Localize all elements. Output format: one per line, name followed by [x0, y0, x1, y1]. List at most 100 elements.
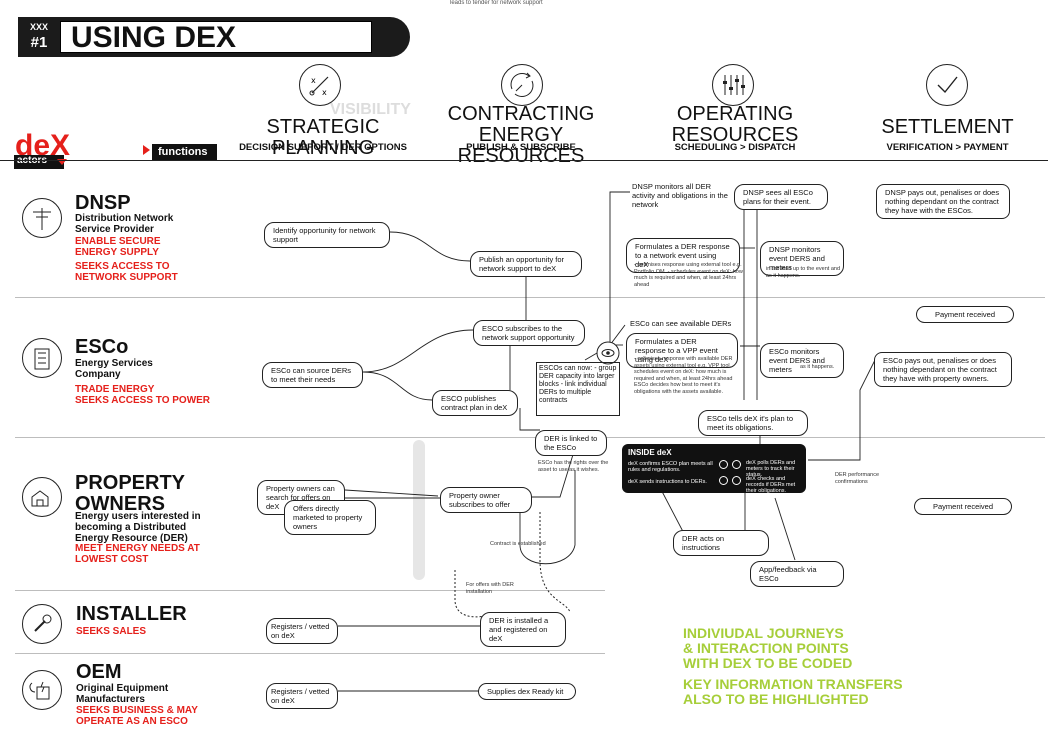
inside-dex-item: deX checks and records if DERs met their…	[746, 476, 796, 494]
timeline-band	[413, 440, 425, 580]
green-line: KEY INFORMATION TRANSFERS	[683, 676, 903, 692]
function-title-operating: OPERATING RESOURCES	[671, 103, 799, 146]
function-title-contracting: CONTRACTING ENERGY RESOURCES	[447, 103, 595, 167]
inside-dex-title: INSIDE deX	[628, 448, 672, 457]
node-esco-publishes: ESCO publishes contract plan in deX	[432, 390, 518, 416]
function-subtitle-contracting: PUBLISH & SUBSCRIBE	[466, 142, 576, 153]
functions-label: functions	[152, 144, 217, 160]
status-dot-icon	[719, 476, 728, 485]
node-dnsp-sees: DNSP sees all ESCo plans for their event…	[734, 184, 828, 210]
svg-text:x: x	[322, 88, 327, 97]
green-line: ALSO TO BE HIGHLIGHTED	[683, 691, 869, 707]
status-dot-icon	[732, 476, 741, 485]
note-for-offers: For offers with DER installation	[466, 582, 514, 595]
actor-desc-line: Distribution Network	[75, 213, 174, 224]
actor-goal-line: ENABLE SECURE	[75, 236, 161, 247]
note-formulate-network: - optimises response using external tool…	[634, 262, 743, 288]
actor-goal-line: NETWORK SUPPORT	[75, 272, 178, 283]
node-esco-monitor-event: ESCo monitors event DERS and meters	[760, 343, 844, 378]
banner-number-top: XXX	[29, 22, 48, 32]
green-line: WITH DEX TO BE CODED	[683, 655, 853, 671]
header-divider	[0, 160, 1048, 161]
note-esco-monitor: as it happens.	[800, 364, 835, 370]
inside-dex-item: deX sends instructions to DERs.	[628, 479, 707, 485]
actor-title-installer: INSTALLER	[76, 603, 187, 625]
note-green-journeys: INDIVIUDAL JOURNEYS & INTERACTION POINTS…	[683, 626, 903, 707]
banner-number-bottom: #1	[30, 34, 48, 51]
actor-goal-line: LOWEST COST	[75, 554, 149, 565]
node-esco-pays: ESCo pays out, penalises or does nothing…	[874, 352, 1012, 387]
node-identify: Identify opportunity for network support	[264, 222, 390, 248]
node-der-acts: DER acts on instructions	[673, 530, 769, 556]
node-oem-register: Registers / vetted on deX	[266, 683, 338, 709]
node-supplies-kit: Supplies dex Ready kit	[478, 683, 576, 700]
actor-desc-line: Company	[75, 369, 121, 380]
svg-text:x: x	[311, 76, 316, 85]
actor-title-esco: ESCo	[75, 336, 129, 358]
actor-desc-line: Service Provider	[75, 224, 154, 235]
top-caption: leads to tender for network support	[450, 0, 543, 6]
node-esco-tells: ESCo tells deX it's plan to meet its obl…	[698, 410, 808, 436]
node-esco-see-available: ESCo can see available DERs	[630, 319, 732, 328]
node-payment-received-1: Payment received	[916, 306, 1014, 323]
note-contract-established: Contract is established	[490, 541, 546, 547]
actors-arrow-icon	[57, 159, 67, 165]
note-der-performance: DER performance confirmations	[835, 472, 880, 485]
actor-desc-line: Energy Resource (DER)	[75, 533, 188, 544]
inside-dex-panel: INSIDE deX deX confirms ESCO plan meets …	[622, 444, 806, 494]
actor-goal-installer: SEEKS SALES	[76, 626, 147, 637]
green-line: INDIVIUDAL JOURNEYS	[683, 625, 844, 641]
house-icon	[22, 477, 62, 517]
actor-desc-line: Manufacturers	[76, 694, 145, 705]
actor-desc-property-owners: Energy users interested in becoming a Di…	[75, 511, 201, 544]
node-app-feedback: App/feedback via ESCo	[750, 561, 844, 587]
actor-desc-line: Energy users interested in	[75, 511, 201, 522]
node-esco-subscribes: ESCO subscribes to the network support o…	[473, 320, 585, 346]
function-title-settlement: SETTLEMENT	[881, 116, 1014, 138]
contract-cycle-icon	[501, 64, 543, 106]
status-dot-icon	[719, 460, 728, 469]
actor-desc-line: Energy Services	[75, 358, 153, 369]
actor-goal-line: ENERGY SUPPLY	[75, 247, 159, 258]
node-po-subscribes: Property owner subscribes to offer	[440, 487, 532, 513]
node-publish: Publish an opportunity for network suppo…	[470, 251, 582, 277]
note-dnsp-monitor: in the lead up to the event and as it ha…	[766, 266, 841, 279]
actor-desc-dnsp: Distribution Network Service Provider	[75, 213, 173, 235]
page-title: USING DEX	[60, 21, 372, 54]
node-payment-received-2: Payment received	[914, 498, 1012, 515]
building-icon	[22, 338, 62, 378]
node-der-installed: DER is installed a and registered on deX	[480, 612, 566, 647]
actor-desc-line: Original Equipment	[76, 683, 169, 694]
function-subtitle-strategic: DECISION SUPPORT / DER OPTIONS	[239, 142, 407, 153]
note-formulate-vpp: - optimises response with available DER …	[634, 356, 735, 395]
actor-goal-oem: SEEKS BUSINESS & MAY OPERATE AS AN ESCO	[76, 705, 198, 727]
visibility-label: VISIBILITY	[330, 101, 411, 118]
node-formulate-network: Formulates a DER response to a network e…	[626, 238, 740, 273]
actor-desc-esco: Energy Services Company	[75, 358, 153, 380]
actor-desc-line: becoming a Distributed	[75, 522, 187, 533]
note-der-linked: ESCo has the rights over the asset to us…	[538, 460, 609, 473]
node-formulate-vpp: Formulates a DER response to a VPP event…	[626, 333, 738, 368]
check-icon	[926, 64, 968, 106]
node-installer-register: Registers / vetted on deX	[266, 618, 338, 644]
wrench-icon	[22, 604, 62, 644]
node-der-linked: DER is linked to the ESCo	[535, 430, 607, 456]
functions-arrow-icon	[143, 145, 150, 155]
actor-title-oem: OEM	[76, 661, 122, 683]
inside-dex-item: deX polls DERs and meters to track their…	[746, 460, 796, 478]
inside-dex-item: deX confirms ESCO plan meets all rules a…	[628, 461, 713, 473]
actor-goal-line: OPERATE AS AN ESCO	[76, 716, 188, 727]
actor-goal-line: SEEKS BUSINESS & MAY	[76, 705, 198, 716]
node-po-offers: Offers directly marketed to property own…	[284, 500, 376, 535]
actor-goal-line: SEEKS ACCESS TO POWER	[75, 395, 211, 406]
node-dnsp-pays: DNSP pays out, penalises or does nothing…	[876, 184, 1010, 219]
power-pole-icon	[22, 198, 62, 238]
actor-goal-dnsp: ENABLE SECURE ENERGY SUPPLY SEEKS ACCESS…	[75, 236, 178, 283]
status-dot-icon	[732, 460, 741, 469]
function-subtitle-settlement: VERIFICATION > PAYMENT	[886, 142, 1009, 153]
actor-title-dnsp: DNSP	[75, 192, 131, 214]
function-subtitle-operating: SCHEDULING > DISPATCH	[674, 142, 796, 153]
green-line: & INTERACTION POINTS	[683, 640, 849, 656]
